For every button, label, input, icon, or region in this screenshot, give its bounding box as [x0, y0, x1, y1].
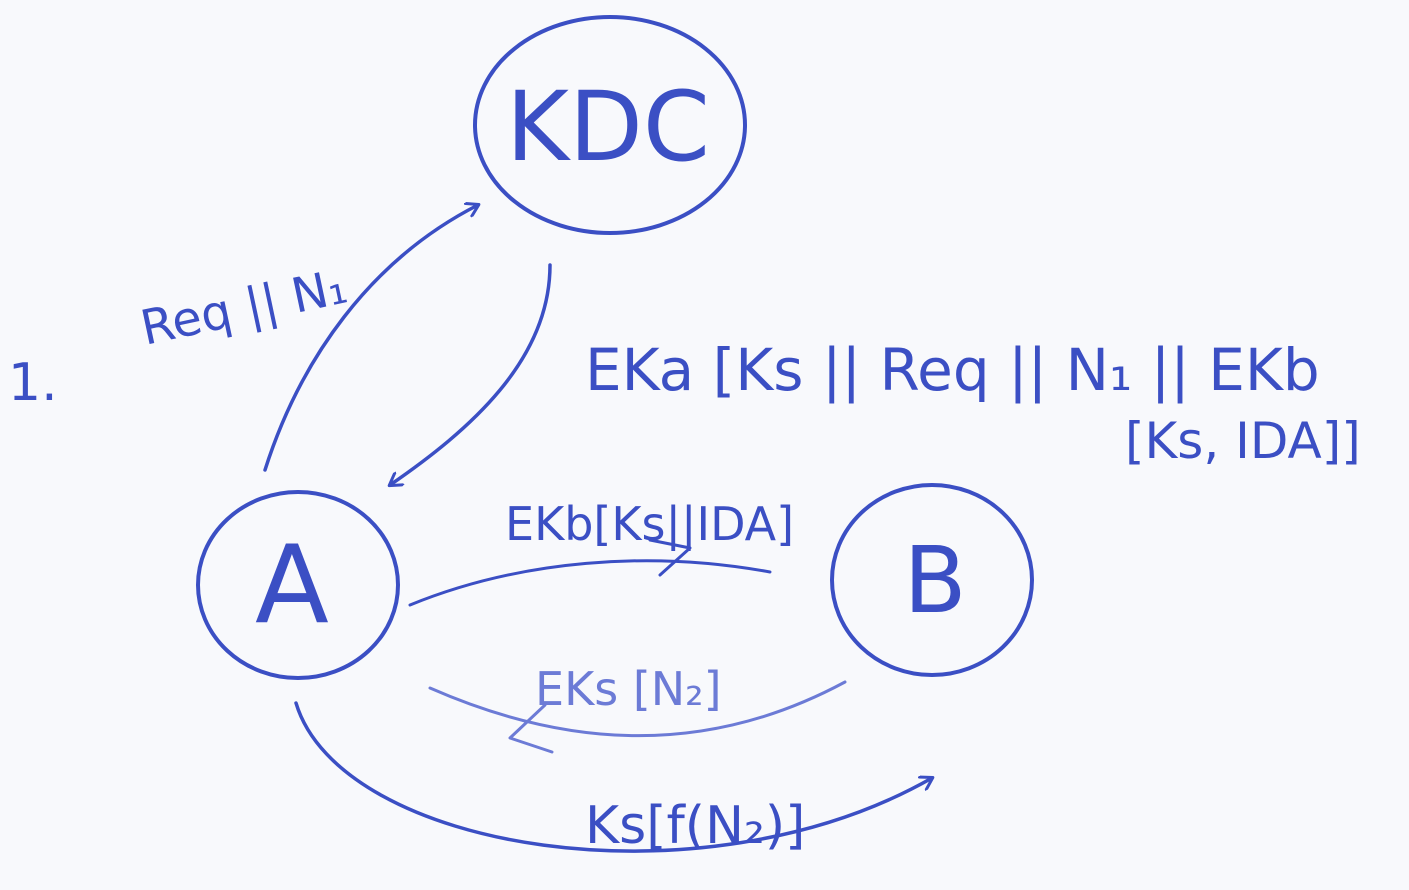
node-a: A [196, 490, 400, 680]
b-circle [830, 483, 1034, 677]
a-circle [196, 490, 400, 680]
label-kdc-to-a-line2: [Ks, IDA]] [1125, 412, 1361, 470]
label-b-to-a: EKs [N₂] [535, 662, 722, 716]
label-a-to-b: EKb[Ks||IDA] [505, 497, 794, 552]
arrow-b-to-a [428, 680, 847, 738]
b-label: B [903, 527, 966, 634]
label-a-to-b-final: Ks[f(N₂)] [585, 796, 805, 856]
arrow-kdc-to-a [390, 263, 552, 485]
label-a-to-kdc: Req || N₁ [136, 258, 352, 356]
kdc-circle [473, 15, 747, 235]
kdc-label: KDC [506, 71, 710, 183]
label-kdc-to-a-line1: EKa [Ks || Req || N₁ || EKb [585, 336, 1320, 404]
arrow-b-to-a-head [508, 703, 554, 754]
a-label: A [255, 523, 329, 648]
step-number: 1. [8, 353, 58, 413]
arrow-a-to-b-head [648, 538, 692, 577]
node-b: B [830, 483, 1034, 677]
arrow-a-to-b [408, 559, 772, 607]
arrow-a-to-kdc [263, 205, 478, 472]
arrow-a-to-b-final [294, 701, 932, 853]
node-kdc: KDC [473, 15, 747, 235]
